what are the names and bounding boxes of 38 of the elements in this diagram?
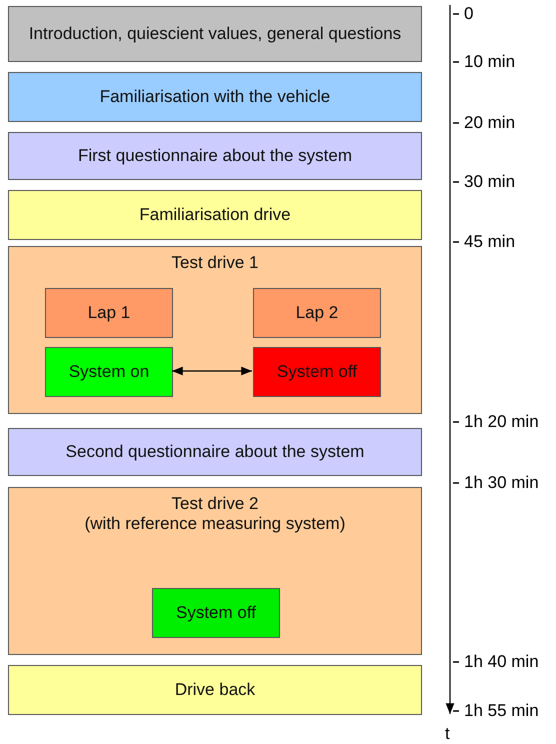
- group-box: [8, 246, 422, 414]
- process-box: [8, 190, 422, 240]
- process-box: [45, 347, 173, 397]
- process-box: [8, 428, 422, 476]
- axis-label: t: [445, 724, 450, 744]
- time-label: 1h 40 min: [464, 652, 539, 672]
- time-label: 45 min: [464, 232, 516, 252]
- time-label: 10 min: [464, 52, 516, 72]
- step-label: System off: [176, 603, 256, 623]
- process-box: [253, 347, 381, 397]
- time-label: 0: [464, 4, 474, 24]
- step-label: Lap 2: [296, 303, 338, 323]
- double-arrow: [172, 366, 252, 376]
- process-box: [8, 665, 422, 715]
- step-note: (with reference measuring system): [84, 514, 346, 534]
- step-label: Lap 1: [88, 303, 130, 323]
- step-label: Second questionnaire about the system: [66, 442, 364, 462]
- process-box: [253, 288, 381, 338]
- time-label: 1h 55 min: [464, 701, 539, 721]
- step-label: Drive back: [174, 680, 256, 700]
- step-label: System off: [277, 362, 357, 382]
- step-label: First questionnaire about the system: [78, 146, 352, 166]
- process-box: [8, 6, 422, 62]
- step-label: Familiarisation with the vehicle: [100, 87, 330, 107]
- time-label: 1h 30 min: [464, 473, 539, 493]
- step-label: Test drive 2: [172, 494, 258, 514]
- process-box: [45, 288, 173, 338]
- group-box: [8, 487, 422, 655]
- step-label: Test drive 1: [172, 253, 258, 273]
- time-label: 20 min: [464, 113, 516, 133]
- process-box: [8, 72, 422, 122]
- process-box: [152, 588, 280, 638]
- process-box: [8, 132, 422, 180]
- step-label: Introduction, quiescient values, general questions: [28, 24, 402, 44]
- step-label: Familiarisation drive: [139, 205, 291, 225]
- time-label: 1h 20 min: [464, 412, 539, 432]
- time-label: 30 min: [464, 172, 516, 192]
- step-label: System on: [68, 362, 150, 382]
